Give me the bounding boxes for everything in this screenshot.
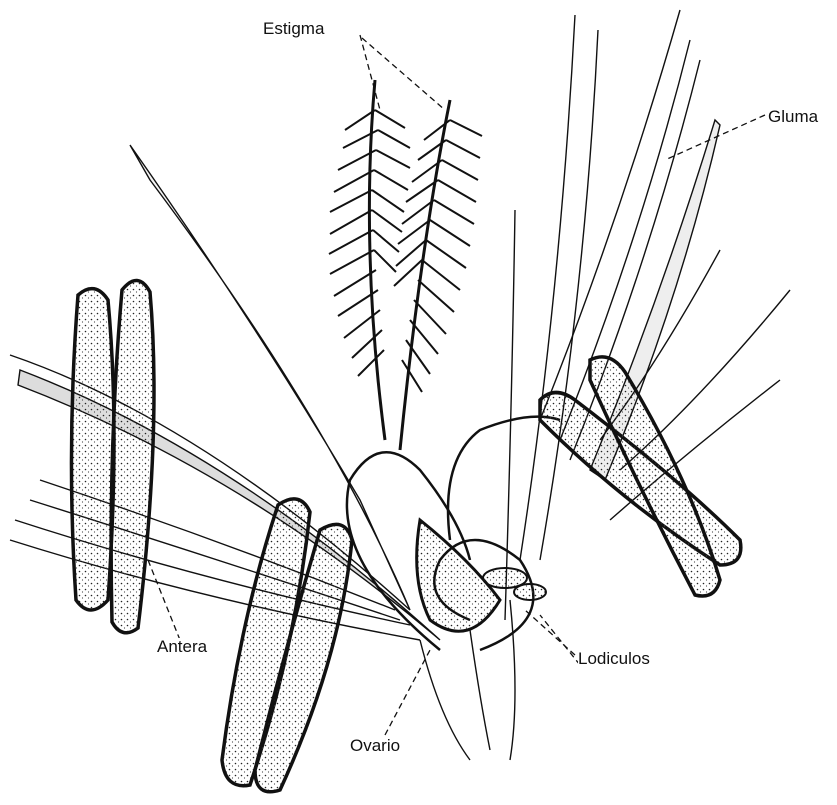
stigma-feathery bbox=[329, 80, 482, 450]
label-gluma: Gluma bbox=[768, 108, 818, 125]
label-estigma: Estigma bbox=[263, 20, 324, 37]
lodiculos-leader-2 bbox=[540, 615, 580, 665]
label-lodiculos: Lodiculos bbox=[578, 650, 650, 667]
lodiculos-leader bbox=[525, 610, 575, 655]
antera-leader bbox=[148, 560, 180, 640]
label-antera: Antera bbox=[157, 638, 207, 655]
ovario-leader bbox=[385, 650, 430, 735]
estigma-leader bbox=[360, 35, 380, 110]
label-ovario: Ovario bbox=[350, 737, 400, 754]
